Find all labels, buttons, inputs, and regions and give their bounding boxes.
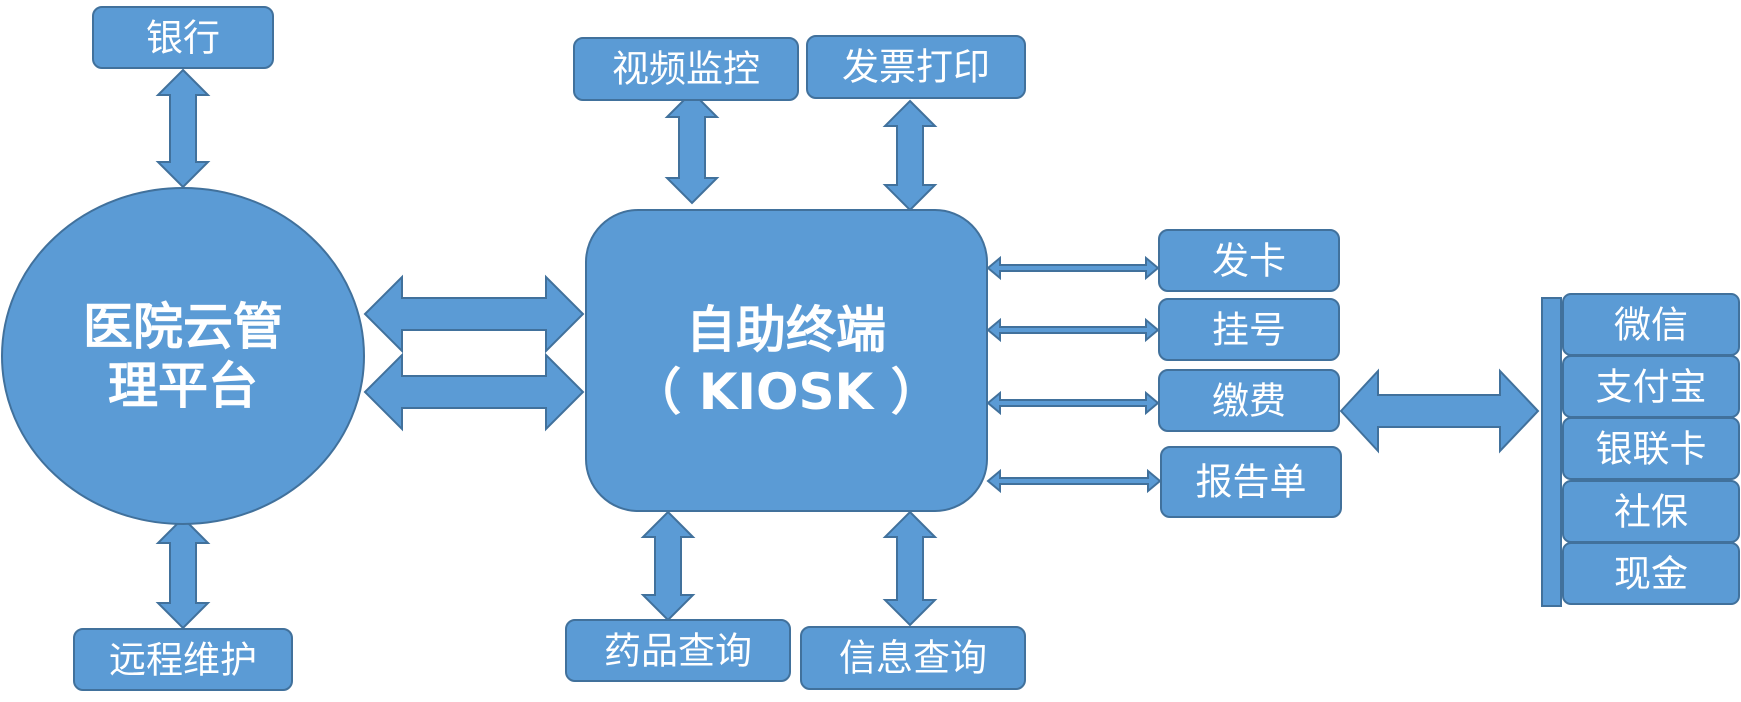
bank-label: 银行 — [146, 17, 220, 60]
remote-maintenance-label: 远程维护 — [109, 639, 257, 682]
arrow-kiosk-drug — [640, 510, 696, 622]
report-box — [1160, 446, 1342, 518]
arrow-invoice-kiosk — [882, 99, 938, 212]
drug-query-box — [565, 619, 791, 682]
card-issue-box — [1158, 229, 1340, 292]
info-query-label: 信息查询 — [839, 637, 987, 680]
payment-method-label: 支付宝 — [1596, 366, 1707, 409]
arrow-kiosk-card — [986, 255, 1160, 281]
arrow-payment-methods — [1339, 368, 1540, 454]
arrow-bank-platform — [155, 68, 211, 189]
kiosk-label-line1: 自助终端 — [686, 301, 886, 359]
payment-methods-bracket — [1541, 297, 1562, 607]
payment-method-label: 现金 — [1614, 553, 1688, 596]
payment-method-label: 社保 — [1614, 491, 1688, 534]
platform-label-line2: 理平台 — [108, 357, 258, 415]
arrow-platform-kiosk-upper — [363, 274, 585, 354]
arrow-kiosk-info — [882, 510, 938, 627]
info-query-box — [800, 626, 1026, 690]
video-monitoring-label: 视频监控 — [612, 48, 760, 91]
drug-query-label: 药品查询 — [604, 630, 752, 673]
payment-method-label: 银联卡 — [1596, 428, 1707, 471]
invoice-printing-box — [806, 35, 1026, 99]
remote-maintenance-box — [73, 628, 293, 691]
payment-box — [1158, 369, 1340, 432]
platform-circle — [1, 187, 365, 525]
registration-box — [1158, 298, 1340, 361]
report-label: 报告单 — [1196, 461, 1307, 504]
arrow-kiosk-registration — [986, 317, 1160, 343]
registration-label: 挂号 — [1212, 309, 1286, 352]
arrow-platform-kiosk-lower — [363, 352, 585, 432]
arrow-video-kiosk — [664, 90, 720, 205]
video-monitoring-box — [573, 37, 799, 101]
arrow-kiosk-payment — [986, 390, 1160, 416]
kiosk-label-line2: （ KIOSK ） — [631, 363, 940, 421]
kiosk-box — [585, 209, 988, 512]
arrow-kiosk-report — [986, 468, 1162, 494]
card-issue-label: 发卡 — [1212, 240, 1286, 283]
payment-label: 缴费 — [1212, 380, 1286, 423]
platform-label-line1: 医院云管 — [83, 298, 283, 356]
invoice-printing-label: 发票打印 — [842, 46, 990, 89]
arrow-platform-remote — [155, 516, 211, 630]
payment-method-box — [1562, 542, 1740, 605]
payment-method-box — [1562, 417, 1740, 480]
payment-method-label: 微信 — [1614, 304, 1688, 347]
bank-box — [92, 6, 274, 69]
